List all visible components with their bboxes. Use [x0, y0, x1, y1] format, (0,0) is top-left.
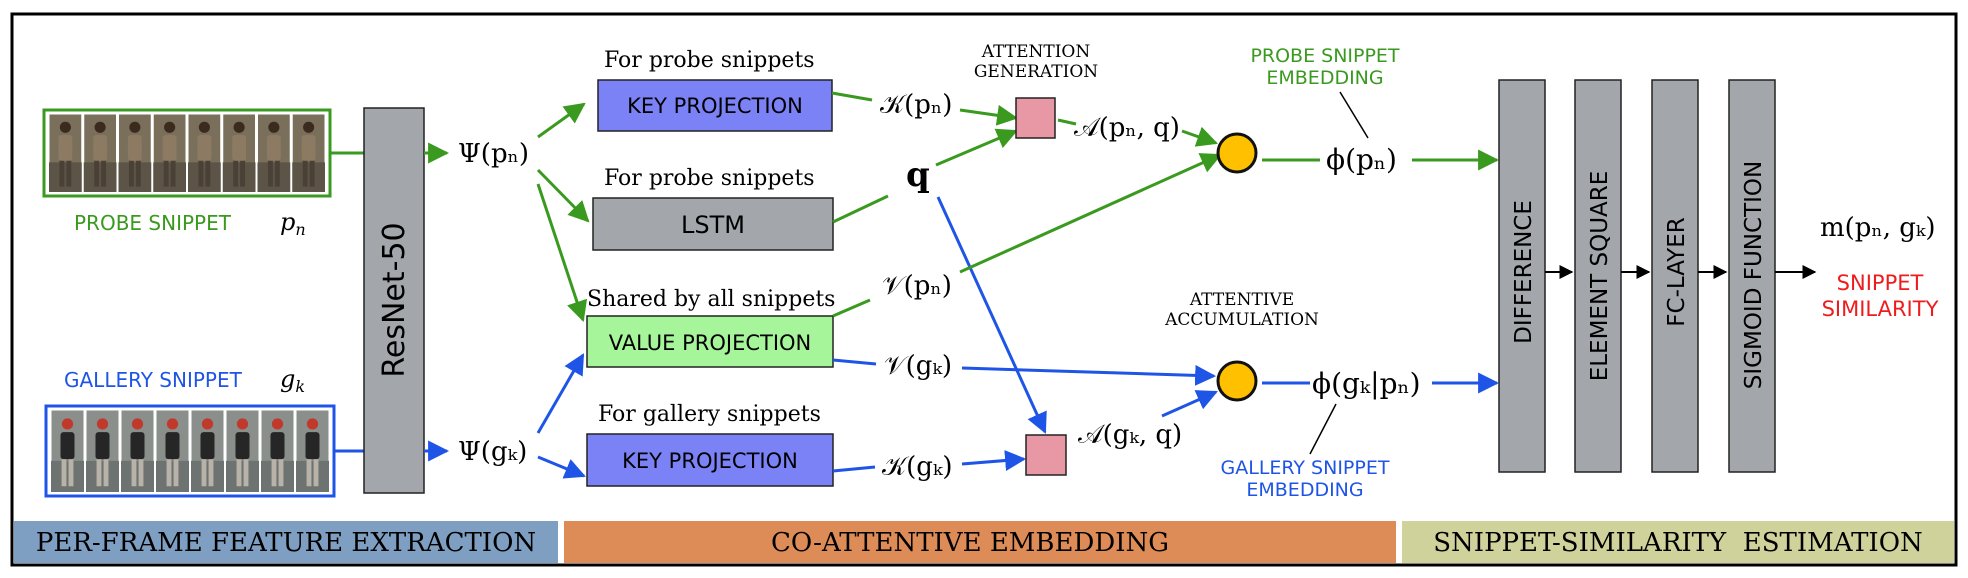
- svg-text:FC-LAYER: FC-LAYER: [1664, 217, 1690, 326]
- gallery-frame-thumbnail: [190, 409, 225, 493]
- snippet-similarity-label-1: SNIPPET: [1837, 271, 1924, 295]
- arrow-psi-gallery-to-key: [537, 455, 586, 479]
- line-value-probe: [832, 298, 871, 318]
- resnet-label: ResNet-50: [377, 222, 412, 377]
- resnet-block: [363, 107, 425, 494]
- attentive-accumulation-label-1: ATTENTIVE: [1189, 290, 1294, 310]
- lstm-caption: For probe snippets: [604, 166, 815, 191]
- arrow-k-probe-to-attention: [959, 104, 1019, 126]
- q-symbol: q: [906, 155, 930, 195]
- value-projection-label: VALUE PROJECTION: [609, 331, 812, 355]
- k-gallery-symbol: 𝒦(gₖ): [882, 452, 953, 482]
- gallery-accumulation-node: [1216, 360, 1258, 402]
- a-gallery-symbol: 𝒜(gₖ, q): [1078, 420, 1182, 450]
- line-key-probe: [831, 91, 873, 102]
- phi-gallery-symbol: ϕ(gₖ|pₙ): [1312, 367, 1421, 400]
- key-projection-probe-label: KEY PROJECTION: [627, 94, 803, 118]
- key-projection-gallery: [586, 433, 834, 487]
- psi-gallery-symbol: Ψ(gₖ): [458, 437, 527, 467]
- lstm-label: LSTM: [681, 211, 745, 239]
- lstm-block: [592, 197, 834, 251]
- line-key-gallery: [832, 465, 876, 473]
- v-probe-symbol: 𝒱(pₙ): [882, 271, 952, 301]
- section-estimation-band: [1402, 521, 1954, 563]
- psi-probe-symbol: Ψ(pₙ): [458, 139, 529, 169]
- attention-gallery-block: [1025, 434, 1067, 476]
- gallery-frame-thumbnail: [120, 409, 155, 493]
- key-gallery-caption: For gallery snippets: [598, 402, 821, 427]
- attention-generation-label-2: GENERATION: [974, 62, 1098, 82]
- arrow-k-gallery-to-attention: [961, 450, 1027, 471]
- section-extraction-label: PER-FRAME FEATURE EXTRACTION: [36, 528, 536, 558]
- line-lstm-to-q: [832, 194, 889, 224]
- key-projection-gallery-label: KEY PROJECTION: [622, 449, 798, 473]
- gallery-frame-thumbnail: [155, 409, 190, 493]
- diagram-frame: [10, 12, 1958, 567]
- gallery-frame-thumbnail: [50, 409, 85, 493]
- probe-frame-thumbnail: [48, 113, 83, 193]
- arrow-psi-gallery-to-value: [536, 353, 585, 434]
- gallery-embedding-label-2: EMBEDDING: [1246, 479, 1363, 501]
- arrow-attention-probe-to-accumulation: [1057, 118, 1077, 126]
- svg-text:ELEMENT SQUARE: ELEMENT SQUARE: [1587, 171, 1613, 382]
- arrow-a-probe-to-node: [1181, 126, 1218, 147]
- section-extraction-band: [14, 521, 558, 563]
- probe-embedding-label-1: PROBE SNIPPET: [1250, 45, 1399, 67]
- svg-text:DIFFERENCE: DIFFERENCE: [1511, 200, 1537, 344]
- m-output-symbol: m(pₙ, gₖ): [1820, 213, 1936, 243]
- probe-embedding-label-2: EMBEDDING: [1266, 67, 1383, 89]
- line-value-gallery: [832, 358, 877, 366]
- arrow-v-probe-to-accumulation: [959, 153, 1222, 274]
- gallery-snippet-image: [44, 404, 336, 498]
- probe-frame-thumbnail: [291, 113, 326, 193]
- k-probe-symbol: 𝒦(pₙ): [880, 90, 952, 120]
- key-probe-caption: For probe snippets: [604, 48, 815, 73]
- arrow-psi-probe-to-value: [536, 183, 588, 322]
- section-embedding-label: CO-ATTENTIVE EMBEDDING: [771, 528, 1169, 558]
- block-fc-layer: FC-LAYER: [1651, 79, 1699, 473]
- key-projection-probe: [597, 79, 833, 132]
- probe-frame-thumbnail: [257, 113, 291, 193]
- arrow-psi-probe-to-key: [537, 102, 586, 139]
- probe-frame-thumbnail: [152, 113, 187, 193]
- svg-text:SIGMOID FUNCTION: SIGMOID FUNCTION: [1741, 161, 1767, 389]
- probe-snippet-image: [42, 108, 332, 198]
- probe-frame-thumbnail: [83, 113, 117, 193]
- value-caption: Shared by all snippets: [587, 287, 835, 312]
- block-element-square: ELEMENT SQUARE: [1574, 79, 1622, 473]
- pointer-gallery-embedding: [1309, 403, 1337, 455]
- section-embedding-band: [564, 521, 1396, 563]
- a-probe-symbol: 𝒜(pₙ, q): [1074, 113, 1180, 143]
- probe-frame-thumbnail: [222, 113, 256, 193]
- gallery-embedding-label-1: GALLERY SNIPPET: [1221, 457, 1390, 479]
- gallery-frame-thumbnail: [225, 409, 260, 493]
- v-gallery-symbol: 𝒱(gₖ): [884, 351, 952, 381]
- arrow-psi-probe-to-lstm: [536, 168, 590, 223]
- arrow-q-to-attention-gallery: [936, 196, 1047, 434]
- arrow-q-to-attention-probe: [935, 128, 1018, 167]
- arrow-a-gallery-to-node: [1161, 390, 1218, 418]
- gallery-frame-thumbnail: [295, 409, 330, 493]
- attentive-accumulation-label-2: ACCUMULATION: [1164, 310, 1319, 330]
- gallery-frame-thumbnail: [85, 409, 120, 493]
- block-sigmoid-function: SIGMOID FUNCTION: [1728, 79, 1776, 473]
- section-estimation-label: SNIPPET-SIMILARITY ESTIMATION: [1433, 528, 1923, 558]
- probe-frame-thumbnail: [118, 113, 152, 193]
- attention-generation-label-1: ATTENTION: [981, 42, 1091, 62]
- probe-snippet-label: PROBE SNIPPET: [74, 211, 232, 235]
- probe-accumulation-node: [1216, 132, 1258, 174]
- gallery-snippet-label: GALLERY SNIPPET: [64, 368, 243, 392]
- value-projection: [586, 315, 834, 368]
- pointer-probe-embedding: [1339, 91, 1369, 139]
- gallery-frame-thumbnail: [260, 409, 295, 493]
- probe-frame-thumbnail: [187, 113, 222, 193]
- arrow-v-gallery-to-accumulation: [961, 364, 1217, 386]
- block-difference: DIFFERENCE: [1498, 79, 1546, 473]
- attention-probe-block: [1015, 97, 1056, 139]
- gallery-symbol: gk: [280, 365, 305, 396]
- probe-symbol: pn: [280, 208, 306, 239]
- snippet-similarity-label-2: SIMILARITY: [1822, 297, 1939, 321]
- phi-probe-symbol: ϕ(pₙ): [1326, 143, 1397, 176]
